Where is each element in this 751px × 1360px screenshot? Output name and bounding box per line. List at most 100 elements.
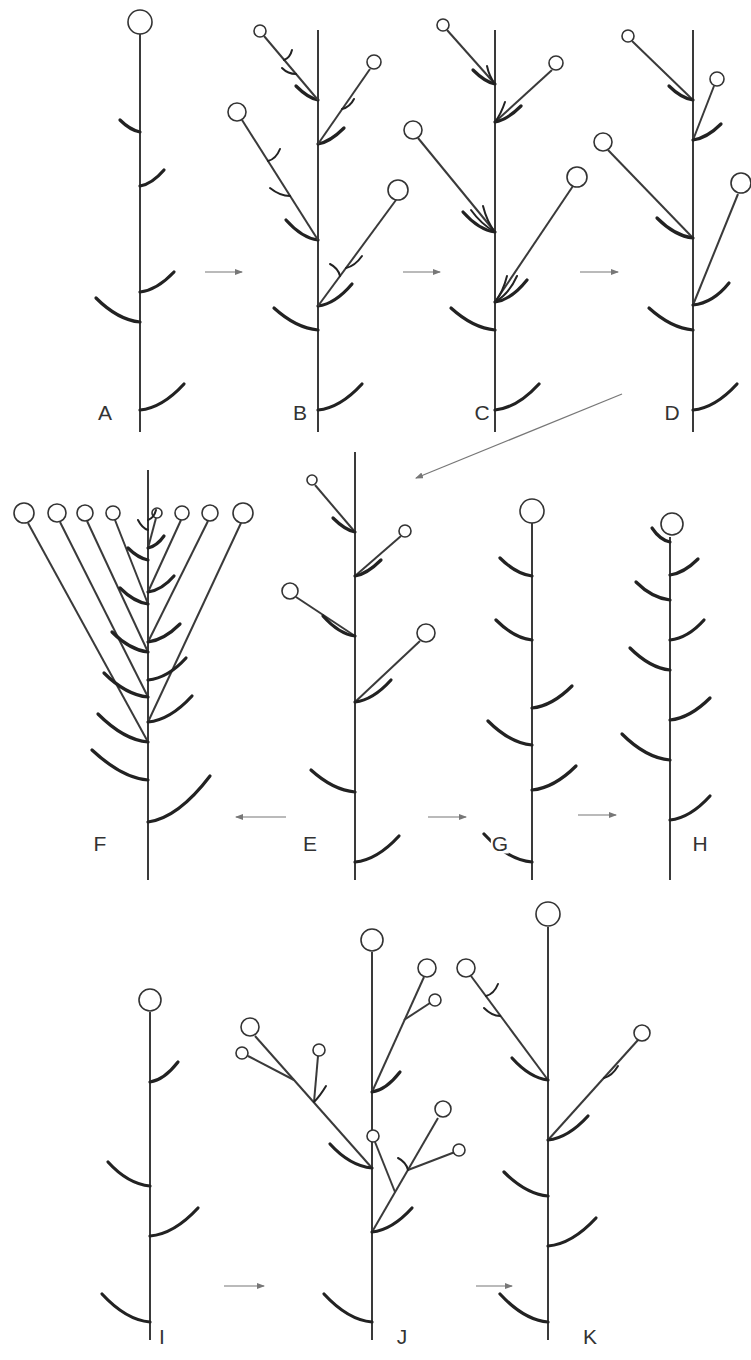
plant-stroke [604, 1066, 618, 1078]
flower-head [710, 72, 724, 86]
plant-stroke [140, 272, 174, 292]
panel-letter: C [473, 402, 490, 423]
plant-stroke [108, 1162, 150, 1186]
flower-head [106, 506, 120, 520]
plant-stroke [486, 984, 498, 996]
plant-stroke [670, 698, 710, 720]
plant-stroke [548, 1040, 638, 1140]
flower-head [388, 180, 408, 200]
flower-head [453, 1144, 465, 1156]
plant-stroke [205, 271, 242, 272]
plant-stroke [355, 836, 399, 862]
flower-head [175, 506, 189, 520]
plant-stroke [495, 276, 517, 302]
plant-stroke [403, 271, 440, 272]
plant-stroke [148, 510, 156, 520]
plant-stroke [500, 558, 532, 576]
plant-stroke [323, 616, 355, 636]
panel-letter: B [292, 402, 308, 423]
plant-stroke [120, 588, 148, 604]
plant-stroke [318, 284, 352, 306]
plant-stroke [532, 766, 576, 790]
plant-stroke [495, 186, 573, 302]
flower-head [594, 133, 612, 151]
plant-stroke [120, 120, 140, 132]
plant-stroke [496, 620, 532, 640]
plant-stroke [317, 30, 319, 432]
plant-stroke [346, 256, 362, 268]
panel-letter: A [97, 402, 113, 423]
plant-stroke [636, 582, 670, 600]
flower-head [731, 173, 751, 193]
panel-letter: J [396, 1326, 409, 1347]
plant-stroke [416, 394, 622, 478]
plant-stroke [630, 648, 670, 670]
plant-stroke [96, 298, 140, 322]
plant-stroke [224, 1285, 264, 1286]
plant-stroke [147, 470, 149, 880]
plant-stroke [150, 1208, 198, 1236]
flower-head [429, 994, 441, 1006]
flower-head [313, 1044, 325, 1056]
plant-stroke [488, 721, 532, 745]
plant-stroke [657, 218, 693, 238]
plant-stroke [548, 1116, 588, 1140]
plant-stroke [270, 188, 290, 196]
plant-stroke [375, 1142, 395, 1192]
plant-stroke [330, 1144, 372, 1168]
plant-stroke [102, 1294, 150, 1322]
plant-stroke [248, 1056, 294, 1080]
flower-head [404, 121, 422, 139]
panel-d-figure [594, 30, 751, 432]
plant-stroke [372, 1118, 438, 1232]
plant-stroke [669, 86, 693, 100]
flower-head [139, 989, 161, 1011]
plant-stroke [547, 927, 549, 1340]
plant-stroke [104, 673, 148, 697]
flower-head [241, 1018, 259, 1036]
plant-stroke [139, 34, 141, 432]
flower-head [661, 513, 683, 535]
plant-stroke [398, 1158, 408, 1170]
flower-head [622, 30, 634, 42]
flower-head [228, 103, 246, 121]
panel-letter: D [663, 402, 680, 423]
panel-j-figure [236, 929, 465, 1340]
plant-stroke [404, 1003, 430, 1020]
plant-stroke [148, 658, 186, 680]
plant-stroke [495, 70, 552, 122]
plant-stroke [314, 1056, 318, 1102]
plant-stroke [692, 30, 694, 432]
plant-stroke [451, 308, 495, 330]
plant-stroke [418, 138, 495, 232]
plant-stroke [324, 1294, 372, 1322]
plant-stroke [487, 66, 495, 84]
plant-stroke [447, 30, 495, 84]
plant-stroke [148, 624, 180, 642]
plant-stroke [286, 220, 318, 240]
plant-stroke [296, 597, 355, 636]
plant-stroke [149, 1012, 151, 1340]
plant-stroke [112, 632, 148, 652]
panel-letter: E [302, 833, 318, 854]
plant-stroke [532, 686, 572, 708]
panel-letter: I [158, 1326, 166, 1347]
panel-a-figure [96, 10, 184, 432]
flower-head [14, 503, 34, 523]
plant-stroke [693, 283, 729, 305]
plant-stroke [255, 1036, 372, 1168]
plant-stroke [372, 1072, 400, 1092]
plant-stroke [693, 124, 721, 140]
plant-stroke [264, 36, 318, 100]
plant-stroke [652, 528, 670, 542]
flower-head [236, 1047, 248, 1059]
plant-stroke [274, 308, 318, 330]
plant-stroke [148, 536, 164, 548]
plant-stroke [318, 128, 344, 144]
plant-stroke [148, 520, 181, 592]
plant-stroke [318, 384, 362, 410]
flower-head [457, 959, 475, 977]
plant-stroke [128, 548, 148, 560]
flower-head [399, 525, 411, 537]
